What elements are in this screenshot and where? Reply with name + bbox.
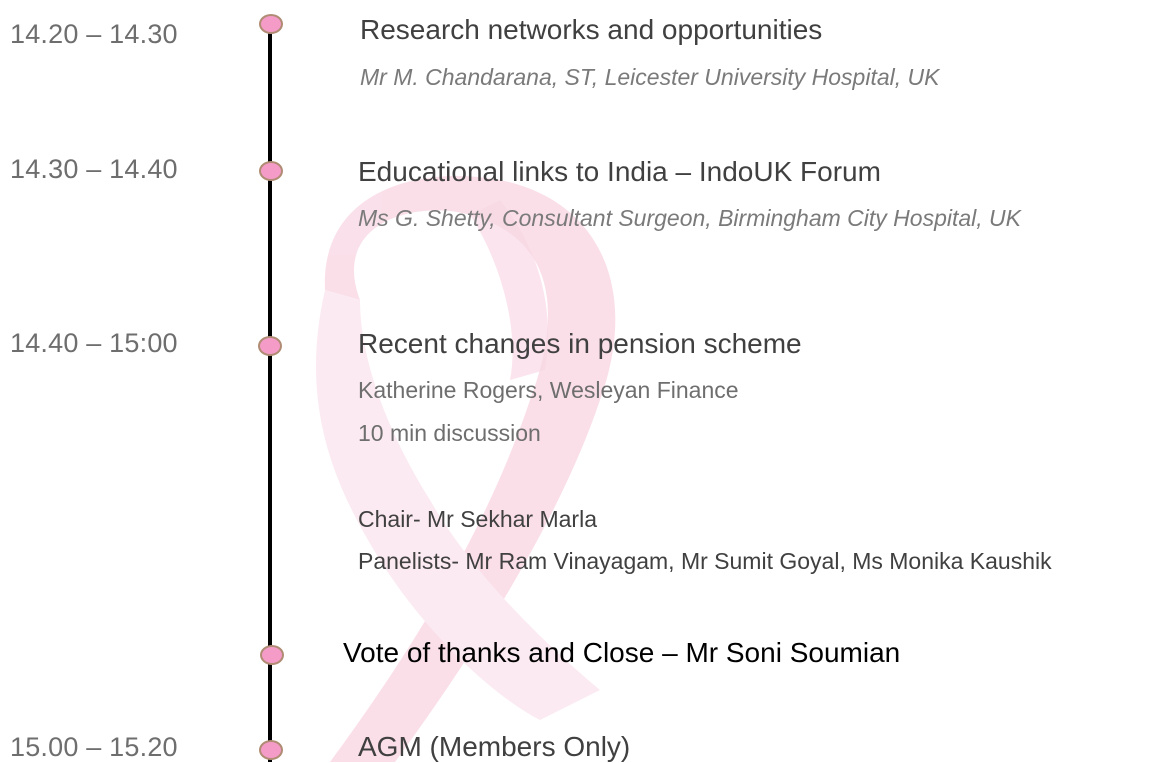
session-time: 14.20 – 14.30 — [10, 19, 178, 49]
timeline-dot — [259, 14, 283, 34]
closing-title: Vote of thanks and Close – Mr Soni Soumi… — [343, 637, 901, 668]
session-speaker: Katherine Rogers, Wesleyan Finance — [358, 377, 739, 403]
timeline-dot — [258, 336, 282, 356]
session-title: Educational links to India – IndoUK Foru… — [358, 156, 881, 187]
session-speaker: Mr M. Chandarana, ST, Leicester Universi… — [360, 64, 940, 90]
session-panelists: Panelists- Mr Ram Vinayagam, Mr Sumit Go… — [358, 548, 1052, 574]
session-title: AGM (Members Only) — [358, 731, 631, 762]
session-time: 15.00 – 15.20 — [10, 732, 178, 762]
session-speaker: Ms G. Shetty, Consultant Surgeon, Birmin… — [358, 205, 1022, 231]
session-title: Research networks and opportunities — [360, 14, 823, 45]
timeline-dot — [260, 645, 284, 665]
timeline-dot — [259, 740, 283, 760]
session-time: 14.30 – 14.40 — [10, 154, 178, 184]
session-time: 14.40 – 15:00 — [10, 328, 178, 358]
timeline-dot — [259, 161, 283, 181]
session-note: 10 min discussion — [358, 420, 541, 446]
session-chair: Chair- Mr Sekhar Marla — [358, 506, 597, 532]
session-title: Recent changes in pension scheme — [358, 328, 802, 359]
timeline-line — [268, 22, 272, 762]
